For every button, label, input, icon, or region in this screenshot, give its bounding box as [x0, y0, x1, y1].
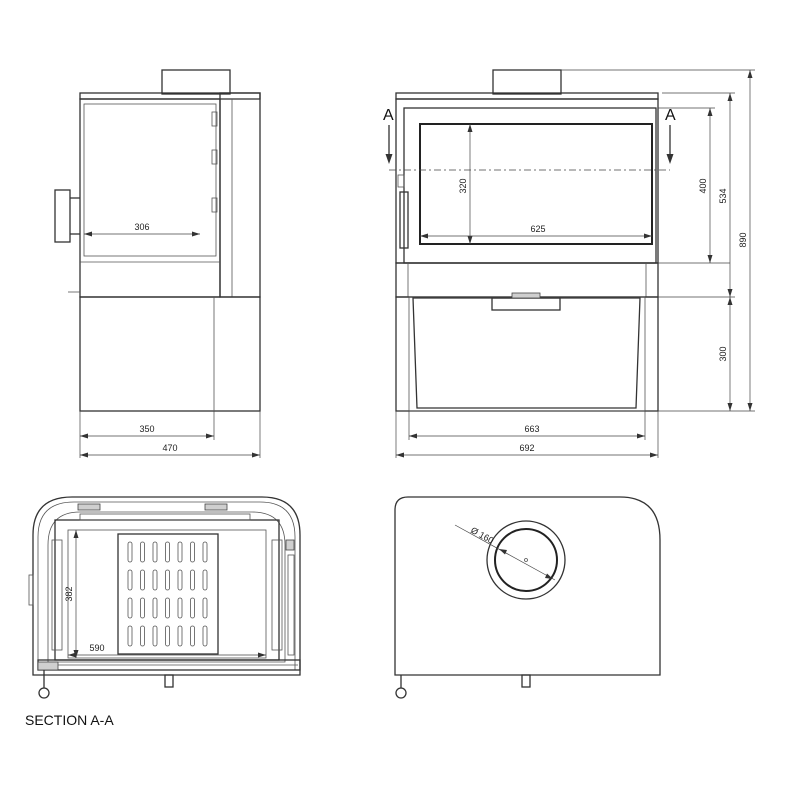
top-view: Ø 160 [394, 496, 661, 699]
grate-slot [140, 597, 145, 619]
front-flue-collar [492, 69, 562, 95]
grate-slot [177, 597, 183, 619]
grate-slot [165, 625, 170, 647]
front-pedestal [395, 296, 659, 412]
grate-slot [165, 597, 170, 619]
grate-slot [140, 569, 145, 591]
grate-slot [152, 541, 158, 563]
top-outline [394, 496, 661, 676]
front-glass [419, 123, 653, 245]
side-pedestal [79, 296, 261, 412]
grate-slot [152, 597, 158, 619]
grate-slot [202, 625, 208, 647]
grate-slots [127, 541, 208, 647]
front-door-handle-icon [399, 191, 409, 249]
grate-slot [127, 569, 133, 591]
section-view: 382 590 SECTION A-A [25, 496, 301, 728]
side-overall-depth-label: 470 [162, 443, 177, 453]
section-inner-depth-label: 382 [64, 586, 74, 601]
front-body-height-label: 400 [698, 178, 708, 193]
front-pedestal-height-label: 300 [718, 346, 728, 361]
grate-slot [190, 625, 195, 647]
top-flue-diameter-label: Ø 160 [469, 525, 495, 546]
grate-slot [152, 625, 158, 647]
grate-slot [140, 541, 145, 563]
grate-slot [165, 541, 170, 563]
front-ash-strip [395, 262, 659, 298]
grate-slot [202, 569, 208, 591]
grate-slot [190, 569, 195, 591]
section-air-inlet [164, 674, 174, 688]
section-outer-shell [32, 496, 301, 676]
section-marker-left: A [383, 107, 394, 124]
grate-slot [152, 569, 158, 591]
top-flue-outer [486, 520, 566, 600]
grate-slot [177, 625, 183, 647]
flue-icon [494, 528, 558, 592]
grate-slot [127, 541, 133, 563]
front-glass-height-label: 320 [458, 178, 468, 193]
door-handle-icon [54, 189, 71, 243]
front-pedestal-width-label: 663 [524, 424, 539, 434]
hinge-icon [211, 149, 218, 165]
hinge-icon [211, 111, 218, 127]
front-overall-width-label: 692 [519, 443, 534, 453]
side-door-frame [79, 98, 221, 298]
side-flue-collar [161, 69, 231, 95]
section-marker-right: A [665, 107, 676, 124]
side-back-panel [219, 92, 261, 298]
top-air-inlet [521, 674, 531, 688]
grate-slot [165, 569, 170, 591]
front-latch-icon [397, 174, 405, 188]
front-door [403, 107, 657, 264]
grate-slot [177, 569, 183, 591]
front-view: A A 320 625 400 534 [383, 69, 755, 458]
hinge-icon [211, 197, 218, 213]
side-view: 306 350 470 [54, 69, 261, 458]
front-glass-width-label: 625 [530, 224, 545, 234]
grate-slot [127, 625, 133, 647]
section-inner-width-label: 590 [89, 643, 104, 653]
section-grate [117, 533, 219, 655]
grate-slot [190, 541, 195, 563]
grate-slot [202, 541, 208, 563]
grate-slot [177, 541, 183, 563]
section-caption: SECTION A-A [25, 712, 114, 728]
side-base-depth-label: 350 [139, 424, 154, 434]
top-door-knob-icon [395, 687, 407, 699]
front-overall-height-label: 890 [738, 232, 748, 247]
grate-slot [127, 597, 133, 619]
grate-slot [190, 597, 195, 619]
side-door-inner [83, 103, 217, 257]
front-door-height-label: 534 [718, 188, 728, 203]
grate-slot [202, 597, 208, 619]
front-drawer-handle-icon [511, 292, 541, 299]
door-knob-icon [38, 687, 50, 699]
front-log-store [412, 297, 641, 409]
side-glass-width-label: 306 [134, 222, 149, 232]
front-drawer-lip [491, 297, 561, 311]
grate-slot [140, 625, 145, 647]
